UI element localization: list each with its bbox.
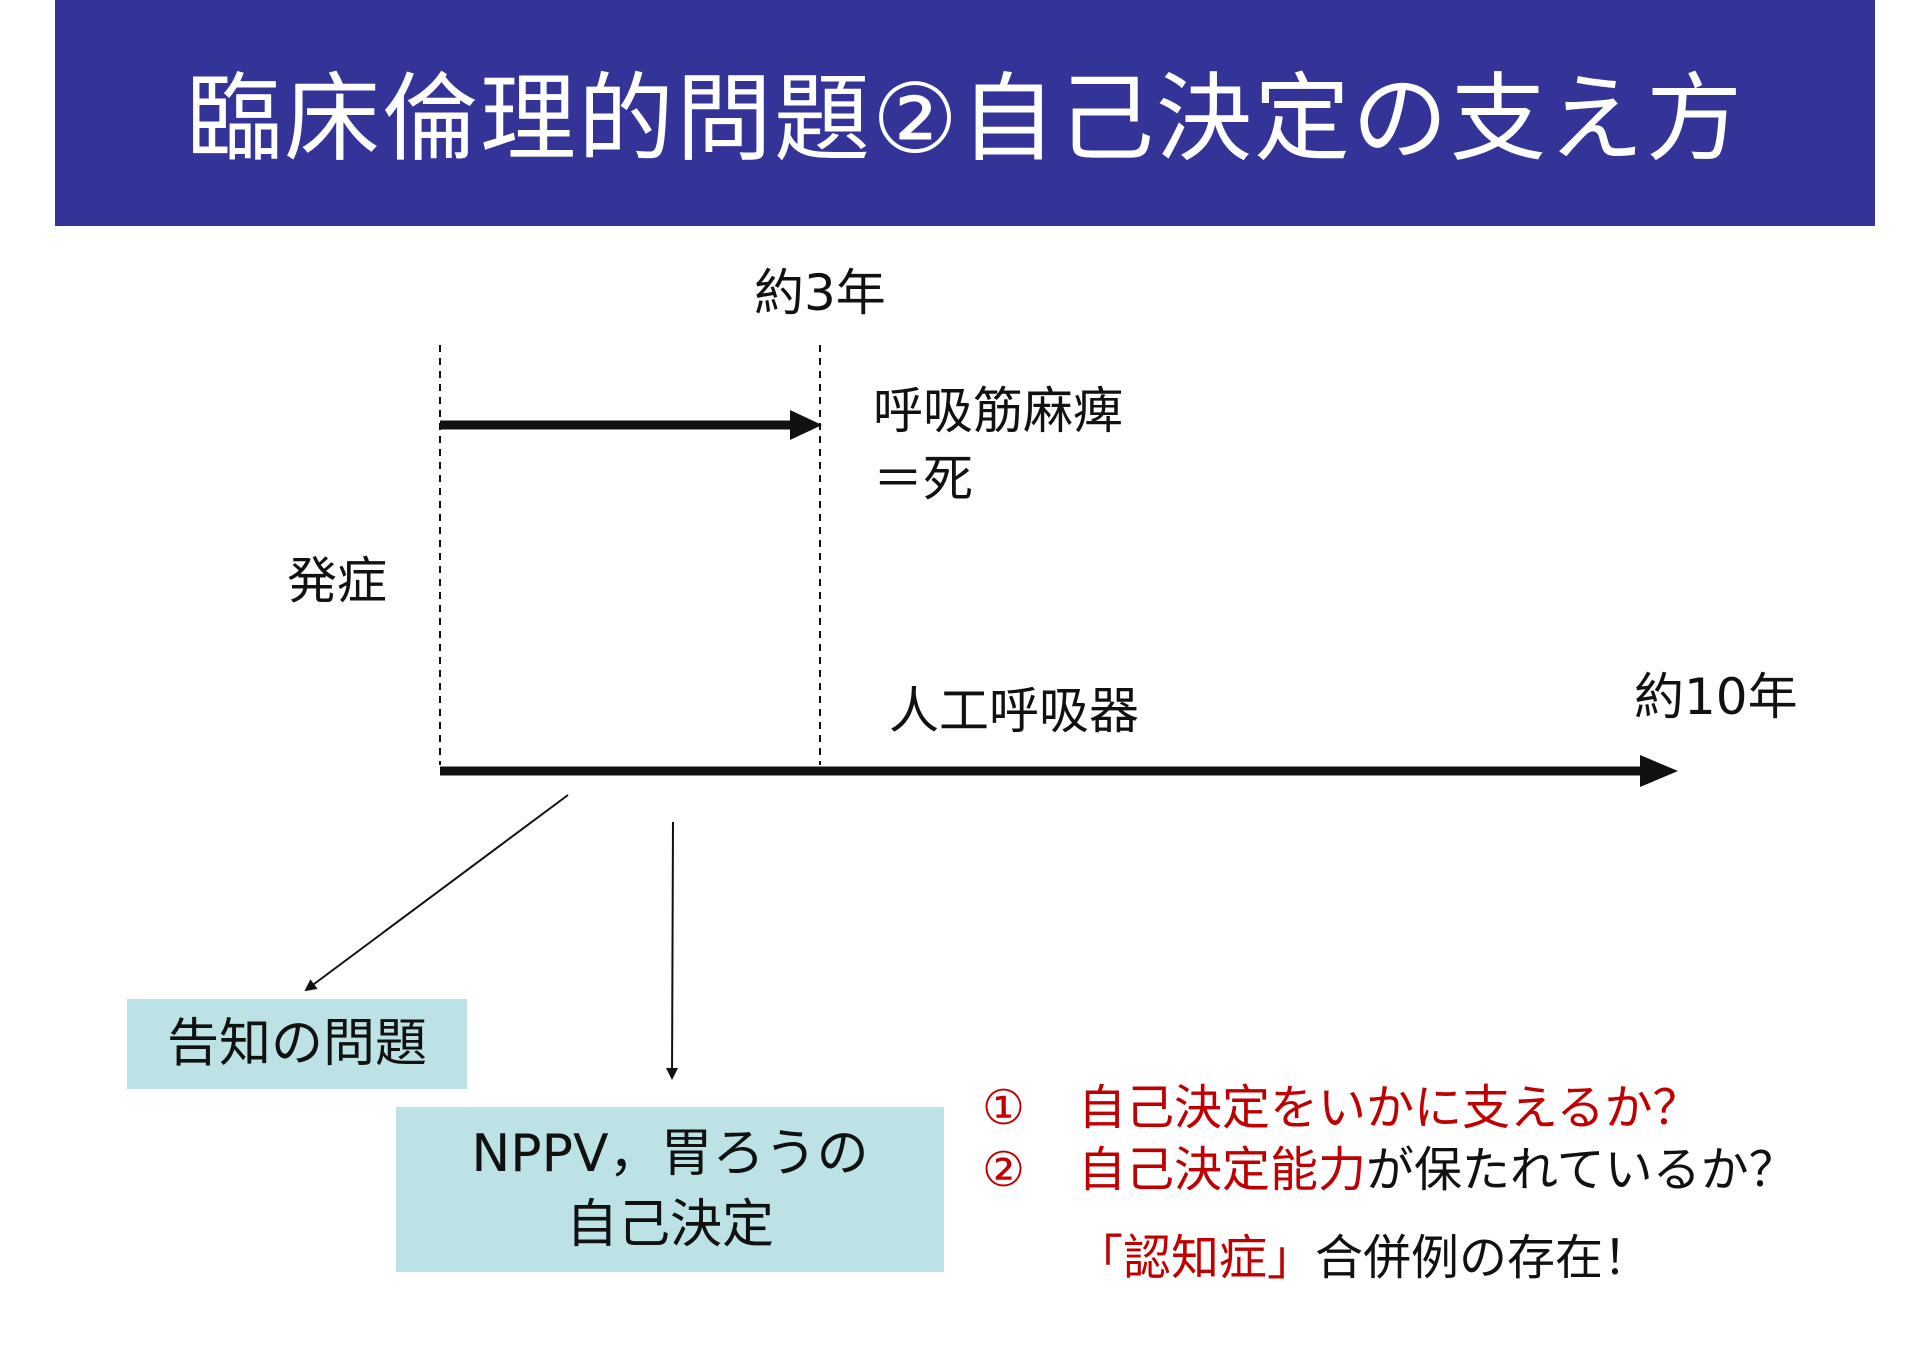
title-bar: 臨床倫理的問題②自己決定の支え方 xyxy=(55,0,1875,226)
question-1: ① 自己決定をいかに支えるか？ xyxy=(982,1080,1701,1138)
label-onset: 発症 xyxy=(287,552,387,610)
disclosure-box: 告知の問題 xyxy=(127,999,467,1089)
question-2-red-text: 自己決定能力 xyxy=(1078,1142,1367,1198)
decision-label-line2: 自己決定 xyxy=(565,1194,774,1255)
question-1-number: ① xyxy=(982,1080,1026,1136)
question-1-text: 自己決定をいかに支えるか？ xyxy=(1078,1080,1701,1136)
dementia-note: 「認知症」合併例の存在！ xyxy=(1075,1230,1651,1288)
dementia-note-black: 合併例の存在！ xyxy=(1315,1230,1652,1286)
long-arrow xyxy=(440,755,1678,787)
disclosure-label: 告知の問題 xyxy=(166,1013,427,1074)
question-2-number: ② xyxy=(982,1142,1026,1198)
label-3-years: 約3年 xyxy=(754,264,886,322)
question-2: ② 自己決定能力が保たれているか？ xyxy=(982,1142,1797,1200)
decision-label-line1: NPPV，胃ろうの xyxy=(471,1124,869,1185)
label-equals-death: ＝死 xyxy=(873,450,973,508)
label-respiratory-paralysis: 呼吸筋麻痺 xyxy=(873,382,1123,440)
slide-title: 臨床倫理的問題②自己決定の支え方 xyxy=(185,63,1745,175)
label-10-years: 約10年 xyxy=(1634,668,1798,726)
short-arrow xyxy=(440,410,822,440)
arrow-to-decision xyxy=(666,821,679,1080)
label-ventilator: 人工呼吸器 xyxy=(889,682,1139,740)
question-2-black-text: が保たれているか？ xyxy=(1366,1142,1797,1198)
arrow-to-disclosure xyxy=(304,794,569,992)
dementia-note-red: 「認知症」 xyxy=(1075,1230,1316,1286)
decision-box: NPPV，胃ろうの 自己決定 xyxy=(396,1107,944,1272)
